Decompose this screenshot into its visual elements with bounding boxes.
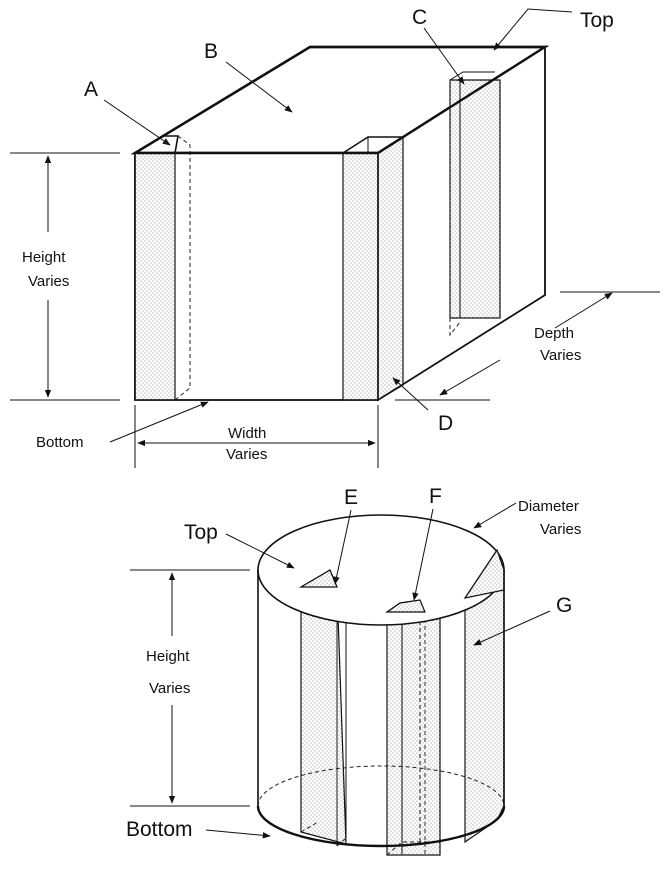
pillar-f-leader — [412, 508, 434, 601]
cylinder-bottom-hidden-arc — [257, 765, 505, 807]
pillar-c-leader — [423, 27, 465, 85]
cylinder-height-label-1: Height — [146, 648, 190, 665]
pillar-d-label: D — [438, 412, 453, 435]
cylinder-height-label-2: Varies — [149, 680, 190, 697]
pillar-d-leader — [392, 377, 429, 411]
pillar-b-label: B — [204, 40, 218, 63]
pillar-f — [386, 599, 441, 856]
cylinder-diameter-label-2: Varies — [540, 521, 581, 538]
cylinder-top-label: Top — [184, 521, 218, 544]
box-height-label-1: Height — [22, 249, 66, 266]
rectangular-tank: Height Varies Width Varies Depth Varies … — [10, 6, 660, 468]
pillar-c-label: C — [412, 6, 427, 29]
pillar-c — [449, 71, 501, 337]
box-height-label-2: Varies — [28, 273, 69, 290]
pillar-f-label: F — [429, 485, 442, 508]
cylinder-diameter-leader — [473, 502, 517, 529]
box-depth-dimension-arrow — [440, 293, 612, 395]
pillar-b-leader — [225, 61, 293, 113]
pillar-d — [340, 135, 406, 402]
pillar-g-label: G — [556, 594, 572, 617]
cylinder-top-face — [257, 514, 505, 626]
pillar-a-leader — [103, 99, 171, 146]
pillar-a-label: A — [84, 78, 98, 101]
cylinder-bottom-leader — [205, 829, 271, 839]
pillar-e-label: E — [344, 486, 358, 509]
cylinder-walls — [257, 570, 505, 806]
box-bottom-label: Bottom — [36, 434, 84, 451]
box-depth-label-2: Varies — [540, 347, 581, 364]
cylinder-bottom-label: Bottom — [126, 818, 193, 841]
cylinder-bottom-front-arc — [256, 805, 506, 848]
pillar-g-leader — [473, 610, 551, 646]
box-width-label-1: Width — [228, 425, 266, 442]
box-top-leader — [493, 8, 573, 51]
box-height-extension-lines — [10, 152, 120, 401]
box-top-label: Top — [580, 9, 614, 32]
cylindrical-tank: Height Varies Top Bottom E F G Diameter … — [126, 485, 581, 856]
box-depth-label-1: Depth — [534, 325, 574, 342]
pillar-e-leader — [333, 509, 352, 585]
cylinder-diameter-label-1: Diameter — [518, 498, 579, 515]
box-bottom-leader — [109, 401, 209, 443]
box-width-label-2: Varies — [226, 446, 267, 463]
